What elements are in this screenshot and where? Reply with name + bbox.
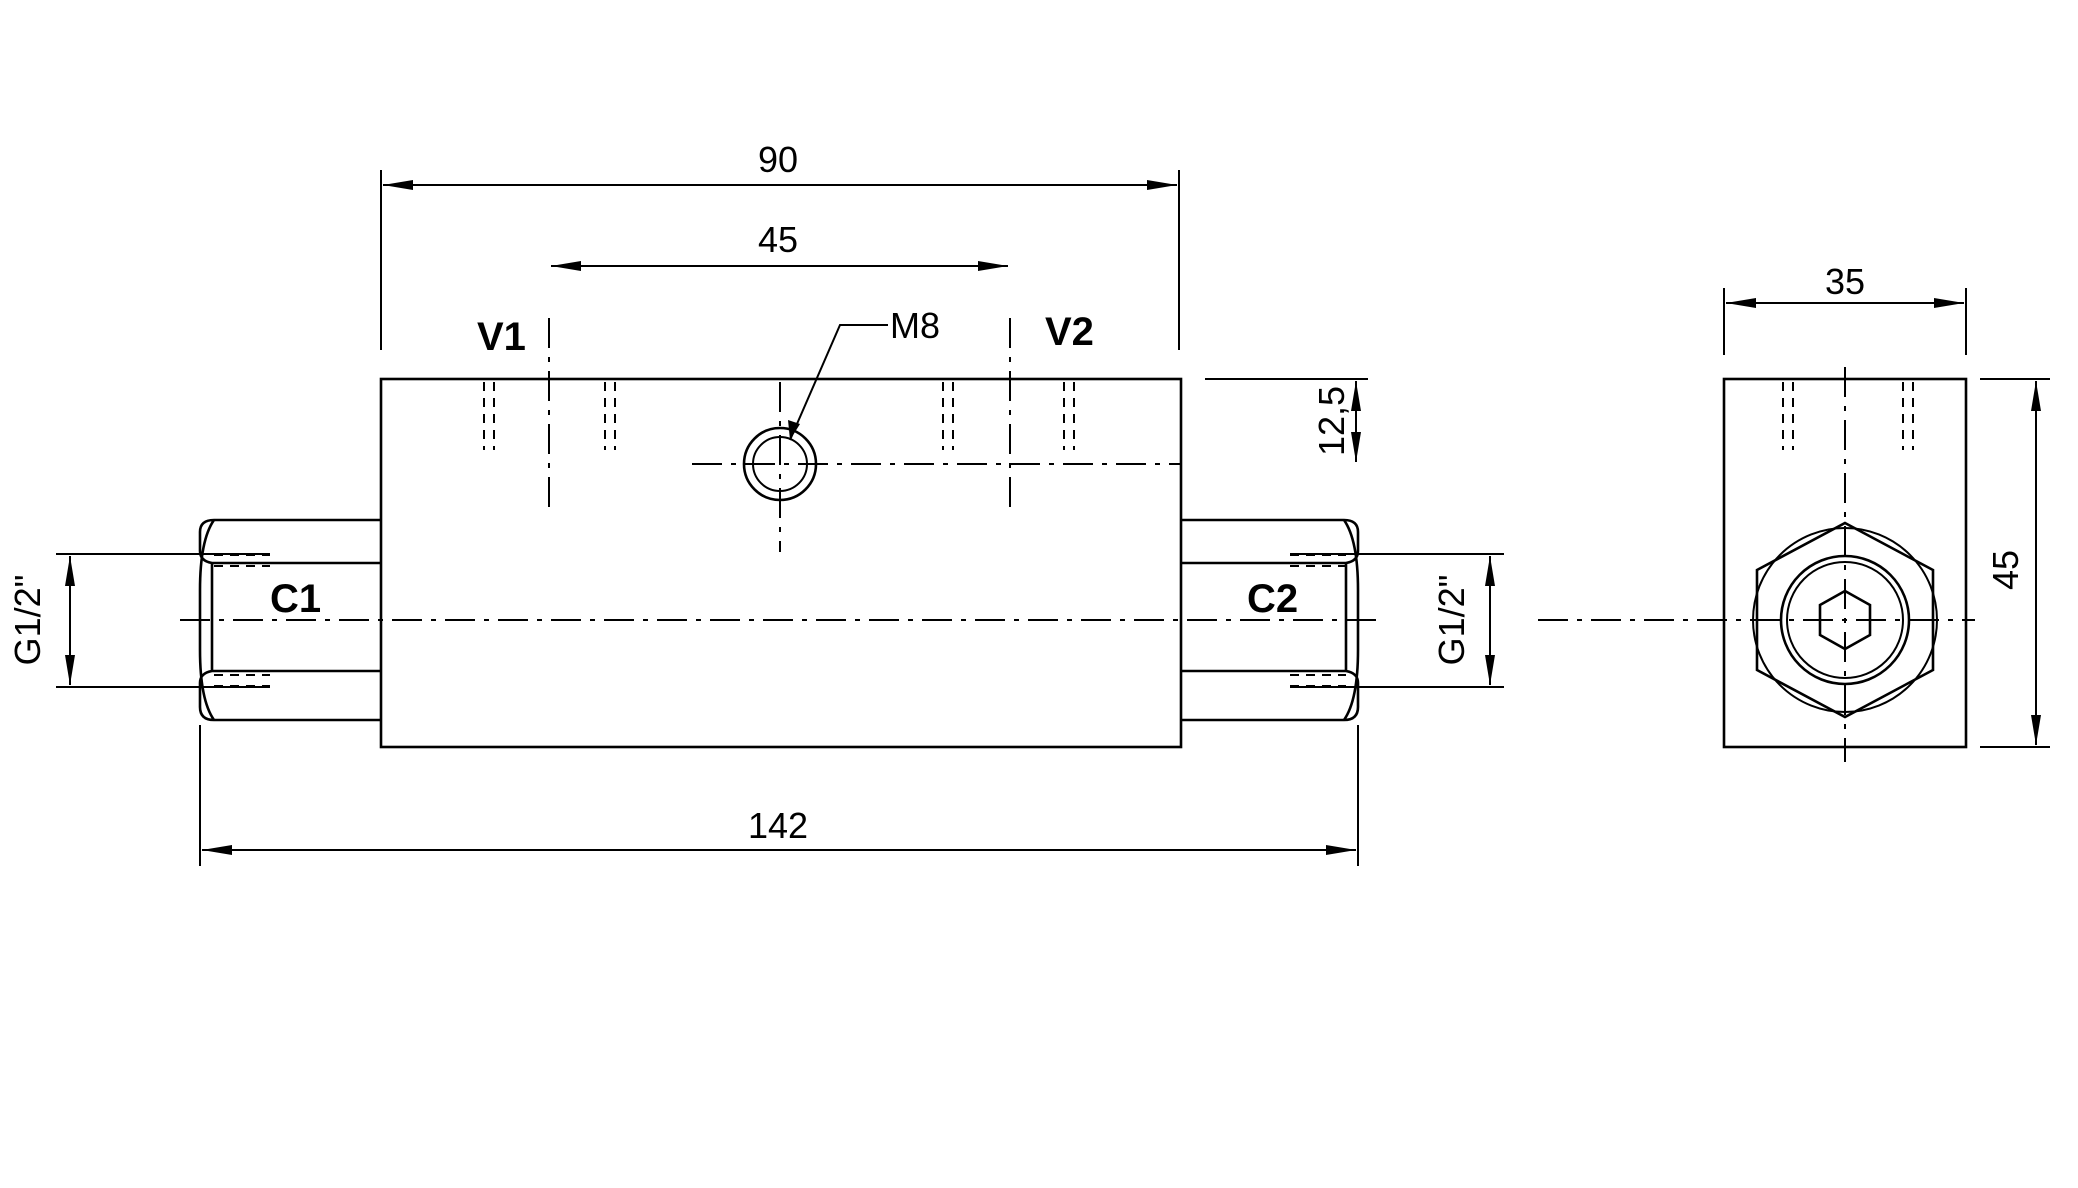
dim-45h-label: 45 — [1985, 550, 2026, 590]
dim-g12-left-label: G1/2" — [7, 575, 48, 666]
front-view — [180, 318, 1380, 749]
port-c1-label: C1 — [270, 577, 321, 621]
hex-nut — [1755, 521, 1935, 719]
port-bore-inner — [1786, 561, 1904, 679]
port-v2-label: V2 — [1045, 310, 1094, 354]
port-labels: V1 V2 C1 C2 — [270, 310, 1298, 621]
dim-142-label: 142 — [748, 805, 808, 846]
dimensions: 90 45 142 12,5 G1/2" G1/2" 35 45 — [7, 139, 2050, 866]
dim-90-label: 90 — [758, 139, 798, 180]
dim-35-label: 35 — [1825, 261, 1865, 302]
port-v1-label: V1 — [477, 315, 526, 359]
dim-g12-right-label: G1/2" — [1431, 575, 1472, 666]
port-c2-label: C2 — [1247, 577, 1298, 621]
m8-label: M8 — [890, 305, 940, 346]
side-view — [1538, 367, 1975, 762]
m8-leader — [789, 324, 888, 441]
port-hidden-lines — [483, 382, 1075, 450]
dim-12-5-label: 12,5 — [1311, 386, 1352, 456]
valve-body — [379, 377, 1183, 749]
dim-45-label: 45 — [758, 219, 798, 260]
m8-leader-arrow — [788, 420, 800, 440]
